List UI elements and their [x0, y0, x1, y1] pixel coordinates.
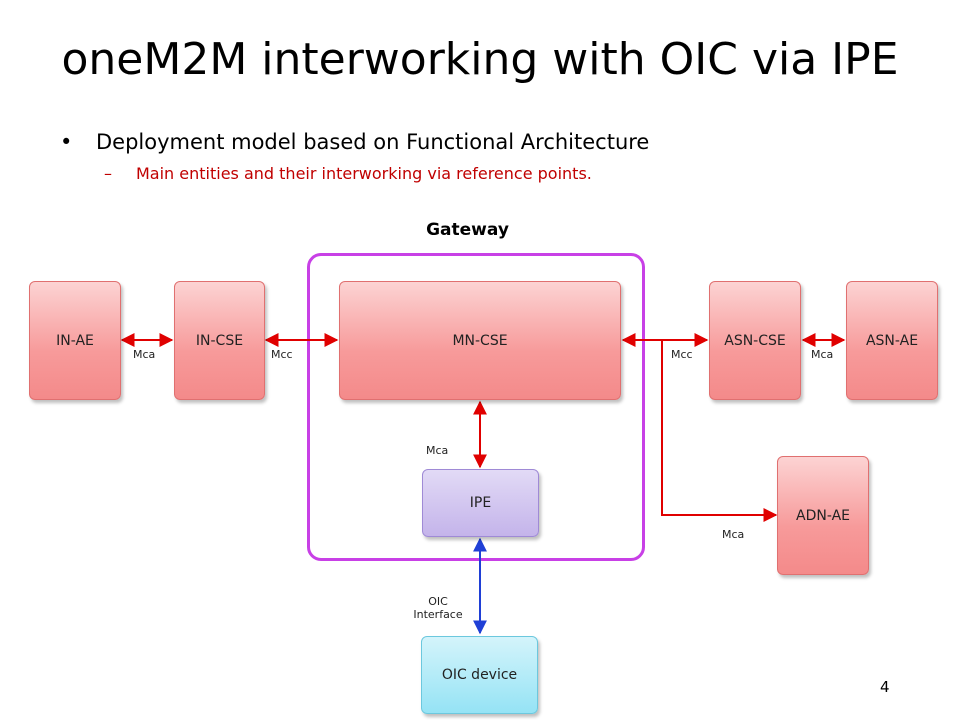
sub-bullet-text: Main entities and their interworking via…: [136, 164, 592, 183]
label-in-cse-mn-cse: Mcc: [271, 348, 293, 361]
label-oic-interface-line2: Interface: [413, 608, 463, 621]
bullet-dot-icon: •: [60, 130, 73, 154]
label-mn-cse-ipe: Mca: [426, 444, 449, 457]
gateway-label: Gateway: [426, 220, 509, 240]
label-in-ae-in-cse: Mca: [133, 348, 156, 361]
bullet-text: Deployment model based on Functional Arc…: [96, 130, 650, 154]
sub-bullet-item: – Main entities and their interworking vi…: [104, 164, 592, 183]
label-mn-cse-adn-ae: Mca: [722, 528, 745, 541]
dash-icon: –: [104, 164, 112, 183]
label-oic-interface: OIC Interface: [398, 595, 478, 621]
node-adn-ae: ADN-AE: [777, 456, 869, 575]
node-asn-cse: ASN-CSE: [709, 281, 801, 400]
bullet-item: • Deployment model based on Functional Ar…: [60, 130, 649, 154]
node-in-ae: IN-AE: [29, 281, 121, 400]
label-asn-cse-asn-ae: Mca: [811, 348, 834, 361]
slide-title: oneM2M interworking with OIC via IPE: [61, 34, 899, 85]
node-mn-cse: MN-CSE: [339, 281, 621, 400]
node-oic-device: OIC device: [421, 636, 538, 714]
node-ipe: IPE: [422, 469, 539, 537]
edge-mn-cse-adn-ae: [661, 340, 778, 522]
label-oic-interface-line1: OIC: [428, 595, 448, 608]
node-asn-ae: ASN-AE: [846, 281, 938, 400]
label-mn-cse-asn-cse: Mcc: [671, 348, 693, 361]
node-in-cse: IN-CSE: [174, 281, 265, 400]
page-number: 4: [880, 678, 890, 696]
